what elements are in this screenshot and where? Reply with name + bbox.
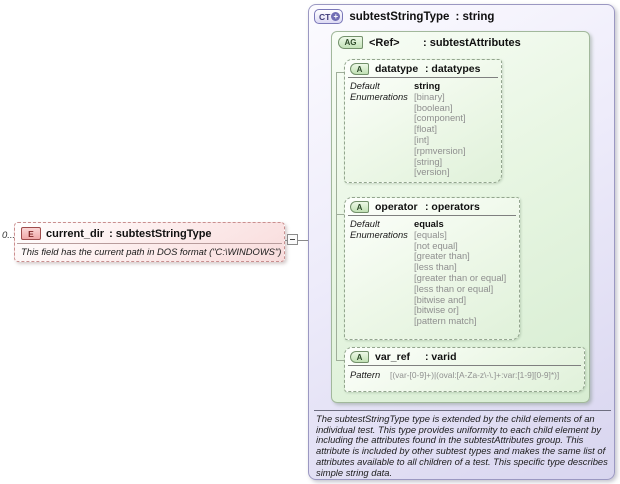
enum-value: [less than or equal] — [414, 282, 494, 294]
cardinality-label: 0..1 — [2, 230, 18, 241]
enumeration-list: [binary][boolean][component][float][int]… — [414, 90, 496, 178]
attribute-box-datatype[interactable]: A datatype : datatypes Default Enumerati… — [344, 59, 502, 183]
complex-type-base-type: : string — [455, 10, 495, 23]
enum-value: [component] — [414, 112, 466, 124]
pattern-value: [(var-[0-9]+)|(oval:[A-Za-z\-\.]+:var:[1… — [390, 370, 560, 380]
attribute-group-name: <Ref> — [369, 36, 400, 49]
pattern-label: Pattern — [350, 369, 381, 380]
attribute-group-badge: AG — [338, 36, 363, 49]
enum-value: [string] — [414, 155, 443, 167]
default-value: string — [414, 80, 441, 91]
facet-labels: Default Enumerations — [350, 80, 414, 178]
attribute-header-operator[interactable]: A operator : operators — [345, 198, 519, 215]
attribute-facets-var-ref: Pattern [(var-[0-9]+)|(oval:[A-Za-z\-\.]… — [345, 366, 584, 383]
tree-stub-varref — [336, 360, 345, 361]
enum-value: [boolean] — [414, 101, 453, 113]
attribute-facets-operator: Default Enumerations equals [equals][not… — [345, 216, 519, 330]
attribute-group-box[interactable]: AG <Ref> : subtestAttributes A datatype … — [331, 31, 590, 403]
facet-values: equals [equals][not equal][greater than]… — [414, 218, 514, 327]
complex-type-header[interactable]: CT + subtestStringType : string — [314, 9, 494, 24]
element-name: current_dir — [46, 227, 105, 240]
attribute-header-var-ref[interactable]: A var_ref : varid — [345, 348, 584, 365]
attribute-header-datatype[interactable]: A datatype : datatypes — [345, 60, 501, 77]
attribute-facets-datatype: Default Enumerations string [binary][boo… — [345, 78, 501, 181]
default-label: Default — [350, 218, 380, 229]
attribute-name: datatype — [375, 63, 419, 75]
enum-value: [not equal] — [414, 239, 458, 251]
enum-value: [equals] — [414, 228, 447, 240]
enumerations-label: Enumerations — [350, 228, 408, 240]
expand-icon[interactable]: + — [331, 12, 341, 21]
collapse-toggle[interactable] — [287, 234, 298, 245]
facet-labels: Default Enumerations — [350, 218, 414, 327]
enum-value: [greater than] — [414, 250, 470, 262]
enumeration-list: [equals][not equal][greater than][less t… — [414, 228, 514, 327]
enum-value: [greater than or equal] — [414, 271, 507, 283]
element-title-row[interactable]: E current_dir : subtestStringType — [15, 223, 284, 243]
complex-type-badge-label: CT — [319, 11, 331, 22]
complex-type-name: subtestStringType — [349, 10, 450, 23]
default-label: Default — [350, 80, 380, 91]
attribute-name: operator — [375, 201, 418, 213]
enum-value: [bitwise and] — [414, 293, 467, 305]
type-documentation: The subtestStringType type is extended b… — [316, 413, 608, 478]
attribute-badge: A — [350, 201, 369, 213]
minus-icon — [290, 239, 295, 240]
attribute-divider — [348, 365, 581, 366]
enum-value: [version] — [414, 166, 450, 178]
attribute-box-var-ref[interactable]: A var_ref : varid Pattern [(var-[0-9]+)|… — [344, 347, 585, 392]
attribute-group-type: : subtestAttributes — [423, 36, 521, 49]
enum-value: [rpmversion] — [414, 144, 466, 156]
element-type: : subtestStringType — [109, 227, 212, 240]
complex-type-box[interactable]: CT + subtestStringType : string AG <Ref>… — [308, 4, 615, 480]
enum-value: [bitwise or] — [414, 304, 459, 316]
complex-type-badge: CT + — [314, 9, 344, 24]
attribute-name: var_ref — [375, 351, 411, 363]
element-box-current-dir[interactable]: E current_dir : subtestStringType This f… — [14, 222, 285, 262]
attribute-box-operator[interactable]: A operator : operators Default Enumerati… — [344, 197, 520, 340]
attribute-group-header[interactable]: AG <Ref> : subtestAttributes — [338, 36, 521, 49]
enum-value: [binary] — [414, 90, 445, 102]
element-badge: E — [21, 227, 41, 240]
enumerations-label: Enumerations — [350, 90, 408, 102]
default-value: equals — [414, 218, 444, 229]
attribute-badge: A — [350, 63, 369, 75]
element-annotation: This field has the current path in DOS f… — [17, 243, 282, 257]
attribute-type: : varid — [425, 351, 457, 363]
facet-values: string [binary][boolean][component][floa… — [414, 80, 496, 178]
documentation-divider — [314, 410, 611, 411]
enum-value: [less than] — [414, 261, 457, 273]
enum-value: [int] — [414, 133, 430, 145]
enum-value: [pattern match] — [414, 315, 477, 327]
attribute-divider — [348, 77, 498, 78]
tree-stub-datatype — [336, 72, 345, 73]
attribute-type: : datatypes — [425, 63, 481, 75]
tree-stub-operator — [336, 214, 345, 215]
enum-value: [float] — [414, 123, 437, 135]
tree-connector-line — [336, 72, 337, 361]
attribute-divider — [348, 215, 516, 216]
attribute-badge: A — [350, 351, 369, 363]
attribute-type: : operators — [425, 201, 480, 213]
